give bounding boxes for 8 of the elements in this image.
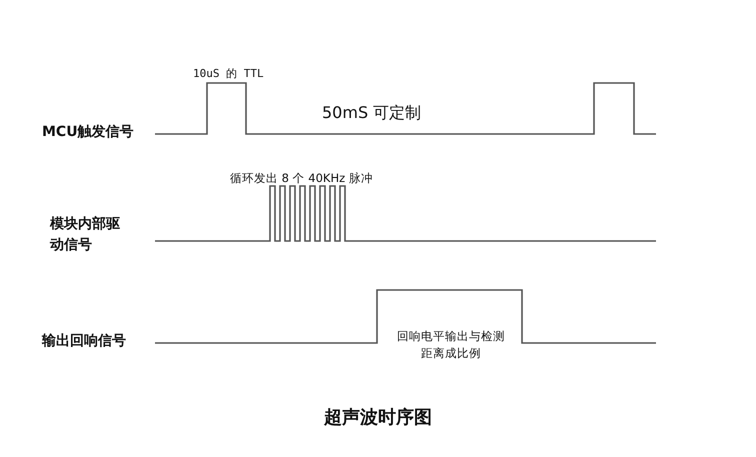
timing-label: 10uS 的 TTL — [193, 68, 264, 81]
caption: 超声波时序图 — [322, 408, 433, 429]
echo-note: 回响电平输出与检测距离成比例 — [396, 328, 506, 362]
signal-label: 模块内部驱动信号 — [50, 214, 121, 255]
signal-label: MCU触发信号 — [42, 124, 134, 140]
period-label: 50mS 可定制 — [322, 104, 422, 122]
pulse-label: 循环发出 8 个 40KHz 脉冲 — [230, 172, 373, 186]
signal-label: 输出回响信号 — [42, 333, 126, 350]
